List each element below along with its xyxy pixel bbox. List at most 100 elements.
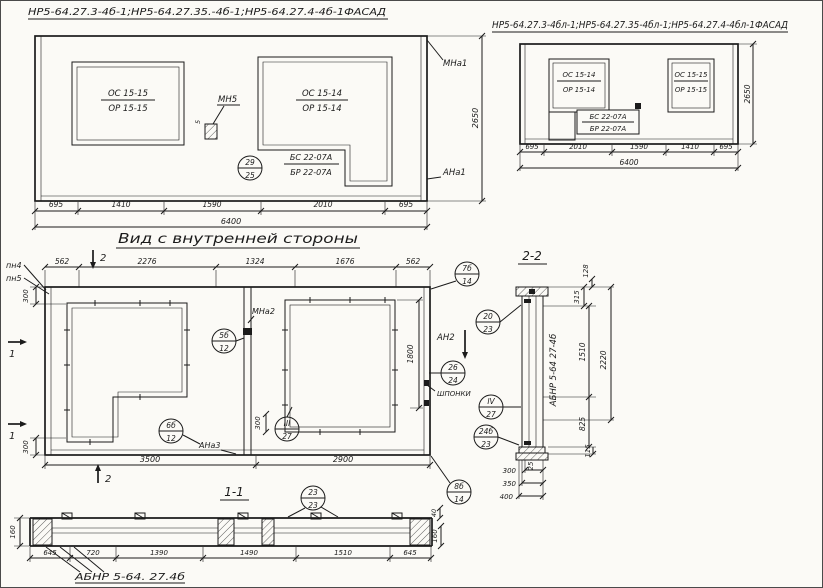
- balcony-mark-bottom: БР 22-07А: [290, 168, 332, 177]
- dim: 400: [500, 493, 514, 501]
- window1-mark-bottom: ОР 15-14: [563, 86, 595, 94]
- callout-5b-12: 5б 12: [211, 328, 245, 354]
- inner-joint-rib: [243, 287, 252, 455]
- facade-right-door: [548, 111, 576, 141]
- facade-right-panel-inner-edges: [524, 44, 734, 144]
- embed-plate-top: [524, 299, 531, 303]
- dim: 3500: [140, 455, 160, 464]
- facade-left-panel-inner-edges: [40, 36, 422, 201]
- dim-300-top-left: 300: [22, 283, 66, 308]
- callout-bottom: 27: [486, 410, 496, 419]
- facade-right-window2: [667, 58, 715, 113]
- inner-view-title: Вид с внутренней стороны: [118, 232, 358, 247]
- dim: 1490: [240, 549, 258, 557]
- dim-total: 6400: [619, 158, 638, 167]
- dim: 562: [55, 257, 70, 266]
- dim: 2276: [137, 257, 156, 266]
- facade-right-window1-inner: [552, 62, 606, 109]
- facade-left-panel-outline: [34, 35, 428, 202]
- label-shponki: ШПОНКИ: [437, 390, 471, 398]
- window2-mark-bottom: ОР 15-14: [302, 104, 341, 114]
- callout-26-24: 26 24: [429, 360, 466, 386]
- dim: 1510: [578, 342, 587, 361]
- balcony-mark-bottom: БР 22-07А: [590, 125, 627, 133]
- callout-top: 26: [448, 363, 458, 372]
- dim: 562: [406, 257, 421, 266]
- embed-plate-cap: [529, 289, 535, 294]
- facade-right-dims: 695 2010 1590 1410 695 6400 2650: [516, 40, 757, 172]
- joint-embed-plate: [243, 328, 252, 335]
- callout-bottom: 27: [282, 432, 292, 441]
- window1-mark-bottom: ОР 15-15: [108, 104, 147, 114]
- callout-bottom: 23: [308, 501, 318, 510]
- callout-top: 24б: [479, 427, 494, 436]
- dim: 115: [584, 444, 592, 458]
- callout-top: 20: [483, 312, 493, 321]
- balcony-label-box: [576, 109, 640, 135]
- callout-top: 23: [308, 488, 318, 497]
- balcony-mark-top: БС 22-07А: [589, 113, 626, 121]
- section-1-1-title: 1-1: [224, 485, 244, 499]
- facade-right-panel-outline: [519, 43, 739, 145]
- dim: 695: [719, 143, 733, 151]
- section-1-1-label-leaders: [45, 546, 105, 573]
- facade-right-window2-inner: [671, 62, 711, 109]
- callout-bottom: 12: [166, 434, 176, 443]
- dim: 825: [578, 417, 587, 432]
- dim: 300: [254, 416, 262, 430]
- facade-left-window2-inner: [262, 61, 388, 182]
- embed-plate-bottom: [524, 441, 531, 445]
- section-rotated-label: АБНР 5-64 27-4б: [549, 334, 559, 407]
- facade-right-view: НР5-64.27.3-4бл-1;НР5-64.27.35-4бл-1;НР5…: [492, 20, 788, 172]
- callout-20-23: 20 23: [475, 304, 522, 335]
- dim: 315: [573, 290, 581, 304]
- section-marker-2-top: 2: [90, 250, 106, 269]
- mn5-embed-plate: [204, 123, 218, 140]
- callout-bottom: 24: [448, 376, 458, 385]
- section-1-1-dims: 645 720 1390 1490 1510 645 160 40 160: [9, 504, 445, 562]
- window2-mark-top: ОС 15-14: [302, 89, 342, 99]
- callout-6b-12: 6б 12: [158, 418, 201, 445]
- inner-view-top-dims: 562 2276 1324 1676 562: [41, 257, 434, 287]
- section-2-2-view: 2-2 АБНР 5-64 27-4б 20 23 IV 27 24б 23 1…: [473, 249, 615, 501]
- dim: 300: [22, 289, 30, 303]
- callout-bottom: 14: [462, 277, 472, 286]
- mark-mn5-leader: [212, 105, 225, 125]
- section-band-outline: [29, 517, 433, 547]
- callout-top: 6б: [166, 421, 176, 430]
- dim-height: 2650: [743, 84, 752, 103]
- callout-top: 8б: [454, 482, 464, 491]
- shponka-key-mark: [424, 380, 429, 386]
- section-marker-label: 1: [9, 431, 15, 442]
- dim: 350: [503, 480, 517, 488]
- inner-panel-outline: [44, 286, 431, 456]
- dim: 1324: [245, 257, 264, 266]
- facade-right-title: НР5-64.27.3-4бл-1;НР5-64.27.35-4бл-1;НР5…: [492, 20, 788, 31]
- section-1-1-label: АБНР 5-64. 27.4б: [74, 572, 185, 583]
- opening-left-anchor-ticks: [64, 300, 190, 445]
- section-marker-label: 2: [105, 474, 111, 485]
- facade-left-window2: [257, 56, 393, 187]
- callout-bottom: 23: [483, 325, 493, 334]
- facade-left-view: НР5-64.27.3-4б-1;НР5-64.27.35.-4б-1;НР5-…: [28, 6, 486, 231]
- dim: 300: [22, 440, 30, 454]
- mark-mna1-leader: [426, 39, 444, 61]
- mark-pn5: пн5: [6, 274, 22, 283]
- callout-bottom: 14: [454, 495, 464, 504]
- shponka-key-mark: [424, 400, 429, 406]
- mark-ana3-leader: [220, 449, 237, 455]
- an2-direction-arrow: [462, 330, 468, 359]
- dim: 2220: [599, 350, 608, 369]
- mark-ana1: АНа1: [442, 168, 466, 178]
- section-foot-step2: [515, 452, 549, 461]
- dim: 1510: [334, 549, 352, 557]
- dim: 1410: [681, 143, 699, 151]
- mark-pn4: пн4: [6, 261, 22, 270]
- inner-panel-inner-edges: [50, 287, 425, 455]
- embed-plate-mark: [635, 103, 641, 109]
- mark-ana1-leader: [426, 176, 442, 180]
- callout-8b-14: 8б 14: [430, 455, 472, 505]
- section-2-2-right-dims: 128 315 1510 2220 825 115 25: [527, 264, 615, 470]
